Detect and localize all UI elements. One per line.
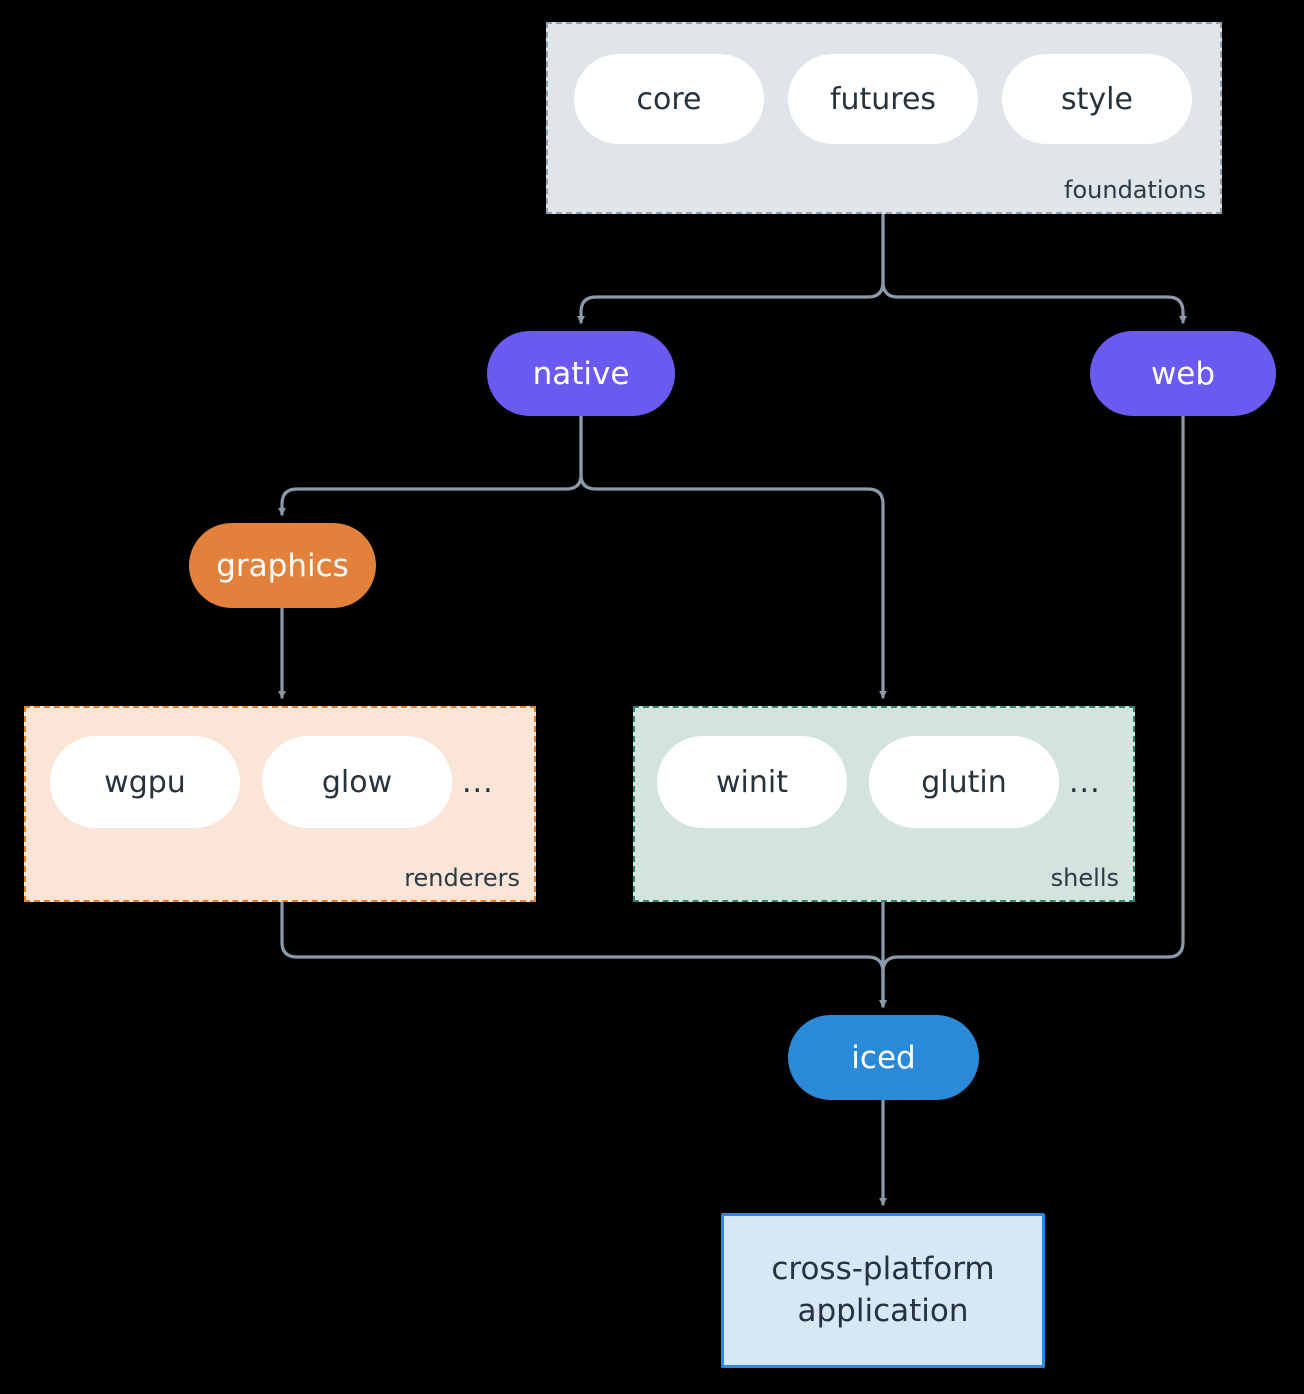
node-cross-platform-application[interactable]: cross-platform application — [721, 1213, 1045, 1368]
subgraph-foundations-label: foundations — [1064, 176, 1206, 204]
edge-foundations-web — [881, 212, 1187, 324]
node-graphics-label: graphics — [216, 547, 349, 584]
node-glow[interactable]: glow — [262, 736, 452, 828]
node-glutin[interactable]: glutin — [869, 736, 1059, 828]
edge-native-shells — [579, 414, 887, 699]
node-style-label: style — [1061, 81, 1133, 117]
node-graphics[interactable]: graphics — [189, 523, 376, 608]
node-winit-label: winit — [716, 764, 788, 800]
node-glow-label: glow — [321, 764, 393, 800]
node-renderers-more: ... — [462, 764, 494, 800]
subgraph-shells: winit glutin ... shells — [633, 706, 1135, 902]
node-core[interactable]: core — [574, 54, 764, 144]
edge-native-graphics — [278, 414, 583, 516]
subgraph-foundations: core futures style foundations — [546, 22, 1222, 214]
subgraph-shells-label: shells — [1050, 864, 1119, 892]
edge-web-iced — [879, 414, 1185, 1008]
node-iced[interactable]: iced — [788, 1015, 979, 1100]
node-web[interactable]: web — [1090, 331, 1276, 416]
node-native-label: native — [532, 355, 630, 392]
node-style[interactable]: style — [1002, 54, 1192, 144]
node-app-label-line2: application — [797, 1292, 969, 1329]
node-winit[interactable]: winit — [657, 736, 847, 828]
node-core-label: core — [636, 81, 702, 117]
node-futures-label: futures — [829, 81, 937, 117]
node-wgpu-label: wgpu — [104, 764, 186, 800]
node-web-label: web — [1150, 355, 1216, 392]
node-glutin-label: glutin — [921, 764, 1007, 800]
node-wgpu[interactable]: wgpu — [50, 736, 240, 828]
subgraph-renderers-label: renderers — [404, 864, 520, 892]
node-app-label-line1: cross-platform — [771, 1250, 995, 1287]
edge-renderers-iced — [280, 900, 887, 1008]
node-futures[interactable]: futures — [788, 54, 978, 144]
node-native[interactable]: native — [487, 331, 675, 416]
node-shells-more: ... — [1069, 764, 1101, 800]
edge-foundations-native — [577, 212, 885, 324]
node-iced-label: iced — [851, 1039, 916, 1076]
subgraph-renderers: wgpu glow ... renderers — [24, 706, 536, 902]
